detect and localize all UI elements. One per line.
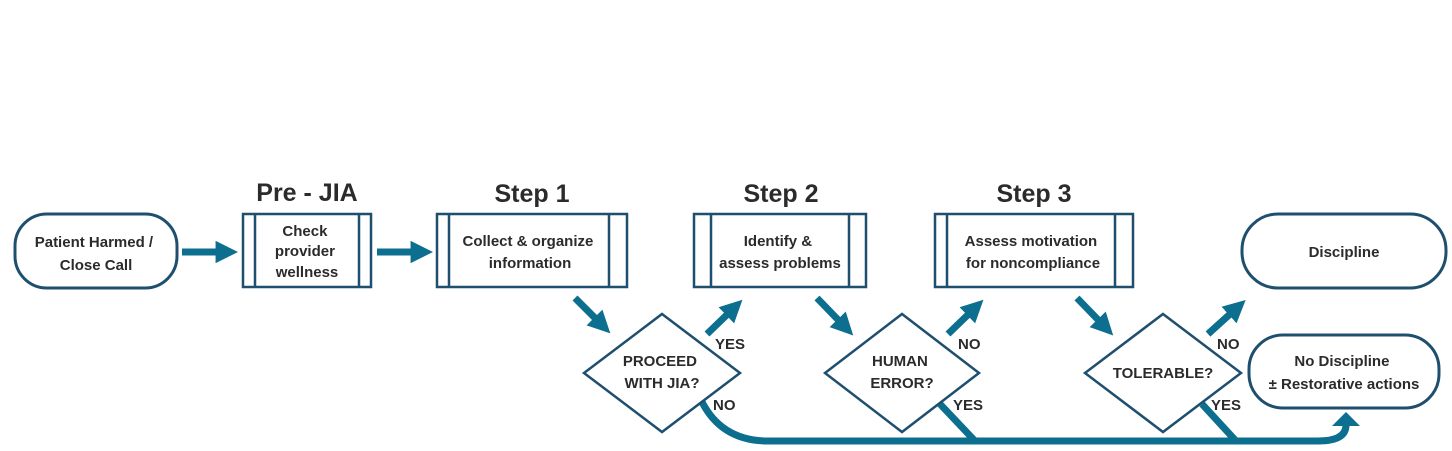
proceed-line-2: WITH JIA? [625,375,700,392]
svg-text:Patient Harmed / Close C: Patient Harmed / Close Call [35,234,158,274]
identify-line-2: assess problems [719,255,841,272]
human-error-line-2: ERROR? [870,375,933,392]
no-discipline-path [698,400,1350,445]
human-error-yes-label: YES [953,397,983,414]
check-wellness-process: Check provider wellness [241,212,373,289]
svg-text:HUMAN ERROR?: HUMAN ERROR? [870,353,933,392]
assess-line-2: for noncompliance [966,255,1100,272]
proceed-line-1: PROCEED [623,353,697,370]
collect-line-1: Collect & organize [462,233,593,250]
tolerable-label: TOLERABLE? [1113,365,1214,382]
human-error-line-1: HUMAN [872,353,928,370]
arrow-proceed-yes-to-identify [704,299,743,337]
svg-text:No Discipline ± Restorat: No Discipline ± Restorative actions [1269,353,1420,393]
arrow-tolerable-no-to-discipline [1205,299,1246,337]
arrow-human-no-to-assess [945,299,984,337]
human-error-decision: HUMAN ERROR? [822,312,982,434]
svg-text:Check provider wel: Check provider wellness [275,223,339,281]
discipline-label: Discipline [1309,244,1380,261]
no-discipline-node: No Discipline ± Restorative actions [1247,333,1441,410]
step3-heading: Step 3 [996,180,1071,208]
start-node-line-1: Patient Harmed / [35,234,154,251]
arrow-identify-to-human-error [814,295,854,336]
identify-line-1: Identify & [744,233,813,250]
collect-information-process: Collect & organize information [435,212,629,289]
no-discipline-line-1: No Discipline [1294,353,1389,370]
discipline-node: Discipline [1240,212,1448,290]
collect-line-2: information [489,255,572,272]
start-node-line-2: Close Call [60,257,133,274]
proceed-with-jia-decision: PROCEED WITH JIA? [581,312,743,434]
tolerable-yes-label: YES [1211,397,1241,414]
svg-text:Assess motivation for no: Assess motivation for noncompliance [965,233,1102,272]
no-discipline-path-arrowhead [1332,412,1360,426]
svg-text:Identify & assess proble: Identify & assess problems [719,233,841,272]
tolerable-no-label: NO [1217,336,1240,353]
step2-heading: Step 2 [743,180,818,208]
proceed-no-label: NO [713,397,736,414]
tolerable-decision: TOLERABLE? [1082,312,1244,434]
arrow-assess-to-tolerable [1074,295,1114,336]
proceed-yes-label: YES [715,336,745,353]
start-node: Patient Harmed / Close Call [13,212,179,290]
pre-jia-heading: Pre - JIA [256,179,357,207]
identify-problems-process: Identify & assess problems [692,212,868,289]
assess-motivation-process: Assess motivation for noncompliance [933,212,1135,289]
check-wellness-line-3: wellness [275,264,339,281]
human-error-no-label: NO [958,336,981,353]
check-wellness-line-2: provider [275,243,335,260]
arrow-collect-to-proceed [572,295,611,334]
step1-heading: Step 1 [494,180,569,208]
check-wellness-line-1: Check [282,223,328,240]
no-discipline-line-2: ± Restorative actions [1269,376,1420,393]
svg-text:PROCEED WITH JIA?: PROCEED WITH JIA? [623,353,701,392]
assess-line-1: Assess motivation [965,233,1098,250]
svg-text:Collect & organize infor: Collect & organize information [462,233,597,272]
human-error-yes-connector [937,401,978,444]
tolerable-yes-connector [1199,401,1239,444]
